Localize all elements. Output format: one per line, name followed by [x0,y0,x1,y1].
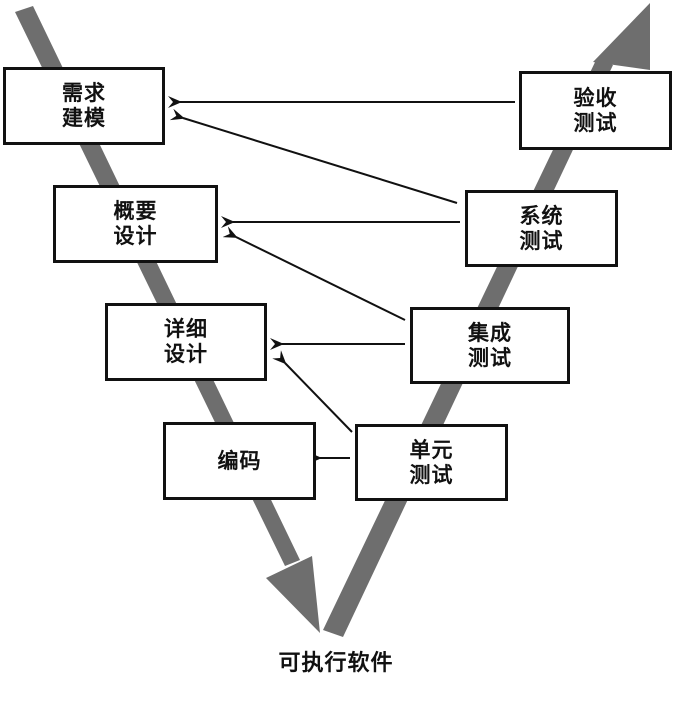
phase-detailed-design[interactable]: 详细设计 [105,303,267,381]
phase-label: 编码 [217,448,262,473]
phase-label: 设计 [164,342,208,366]
link-arrow-unit-test-to-detailed-design [272,350,353,433]
phase-coding[interactable]: 编码 [163,422,316,500]
phase-label: 需求 [62,81,106,105]
phase-acceptance-test[interactable]: 验收测试 [519,71,672,150]
phase-label: 测试 [573,110,618,135]
link-arrow-system-test-to-requirements [169,108,458,204]
phase-requirements[interactable]: 需求建模 [3,67,165,145]
v-left-arrow-head [266,556,320,633]
link-arrow-integration-test-to-high-level-design [222,226,406,321]
phase-label: 概要 [113,199,158,223]
phase-label: 设计 [113,224,158,248]
phase-unit-test[interactable]: 单元测试 [355,424,508,501]
phase-high-level-design[interactable]: 概要设计 [53,185,218,263]
v-right-arrow-head [593,3,650,70]
phase-label: 集成 [468,320,512,345]
phase-label: 测试 [468,345,512,370]
phase-label: 测试 [519,228,564,253]
phase-label: 单元 [409,437,454,462]
phase-integration-test[interactable]: 集成测试 [410,307,570,384]
phase-label: 建模 [62,106,106,130]
executable-software-label: 可执行软件 [278,651,394,676]
phase-label: 系统 [519,203,564,228]
phase-label: 验收 [573,85,618,110]
phase-label: 详细 [164,317,208,341]
phase-label: 测试 [409,462,454,487]
phase-system-test[interactable]: 系统测试 [465,190,618,267]
